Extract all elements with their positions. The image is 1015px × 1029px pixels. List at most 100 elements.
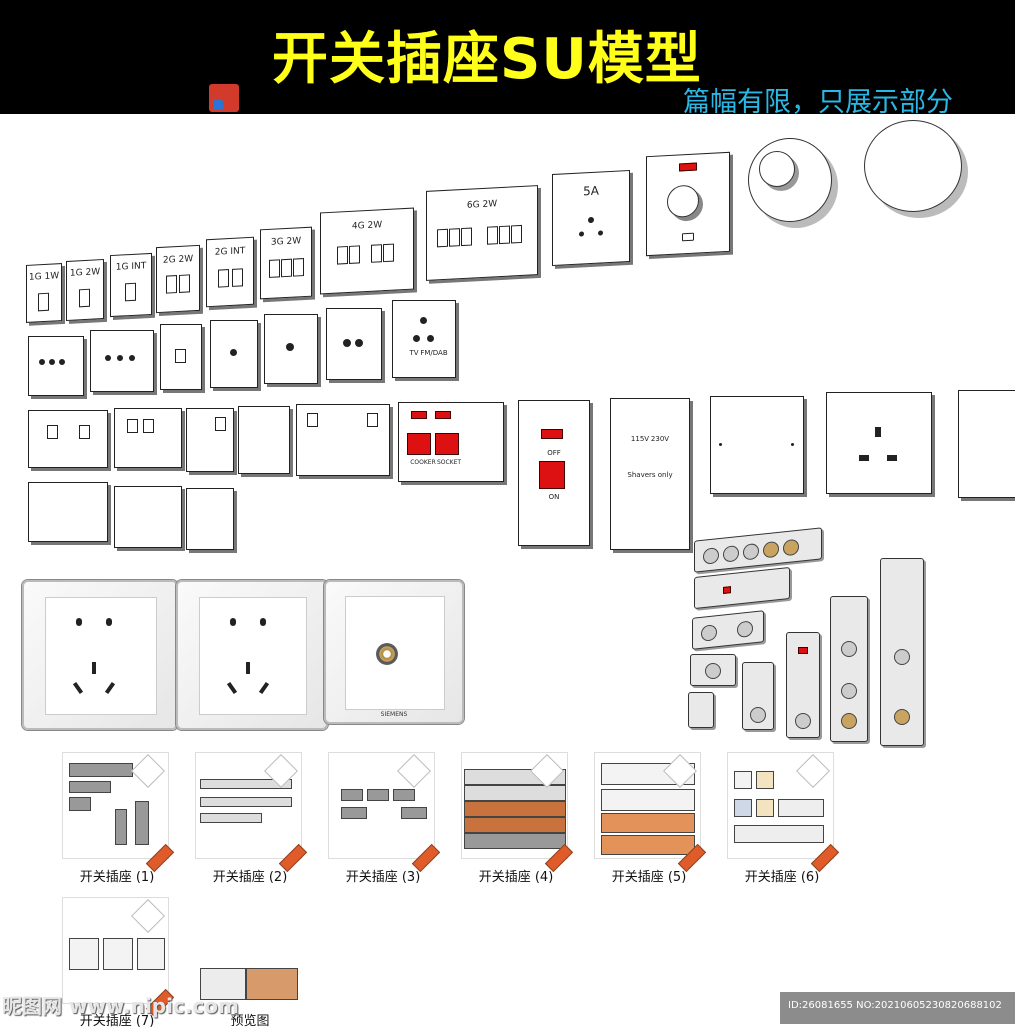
file-label-2[interactable]: 开关插座 (2) [212, 870, 288, 885]
rocker-switch [79, 288, 90, 308]
file-label-6[interactable]: 开关插座 (6) [744, 870, 820, 885]
euro-vertical-strip [786, 632, 820, 738]
switch-plate-2gint: 2G INT [206, 236, 254, 308]
file-label-4[interactable]: 开关插座 (4) [478, 870, 554, 885]
file-thumbnail-3[interactable] [328, 752, 441, 873]
double-socket-plate [296, 404, 390, 476]
file-thumbnail-1[interactable] [62, 752, 175, 873]
euro-switch-strip [694, 566, 790, 610]
double-socket-plate [28, 410, 108, 468]
socket-plate-5a: 5A [552, 169, 630, 267]
cooker-label: COOKER [410, 459, 436, 466]
switch-plate-1g1w: 1G 1W [26, 263, 62, 323]
dimmer-knob [667, 184, 699, 219]
sketchup-file-icon [131, 754, 165, 788]
shaver-socket-plate: 115V 230V Shavers only [610, 398, 690, 550]
file-thumbnail-7[interactable] [62, 897, 175, 1018]
site-watermark: 昵图网 www.nipic.com [2, 994, 239, 1018]
rocker-switch [487, 226, 498, 245]
dimmer-plate [646, 151, 730, 257]
cooker-control-plate: COOKER SOCKET [398, 402, 504, 482]
rocker-switch [437, 228, 448, 248]
euro-vertical-strip [880, 558, 924, 746]
blank-plate [710, 396, 804, 494]
rocker-switch [166, 275, 177, 294]
blank-plate [28, 482, 108, 542]
rocker-switch [511, 224, 522, 244]
rocker-switch [349, 245, 360, 264]
tv-socket-photo: SIEMENS [324, 580, 464, 724]
rocker-switch [293, 258, 304, 277]
fm-label: FM/DAB [420, 349, 448, 357]
sketchup-file-icon [131, 899, 165, 933]
volt-230-label: 230V [650, 435, 670, 443]
socket-label: SOCKET [436, 459, 462, 466]
usb-socket-plate [238, 406, 290, 474]
media-plate [28, 336, 84, 396]
rocker-switch [38, 292, 49, 312]
off-label: OFF [547, 449, 561, 457]
rocker-switch [337, 245, 348, 265]
rocker-switch [125, 282, 136, 302]
rocker-switch [371, 244, 382, 263]
volt-115-label: 115V [630, 435, 650, 443]
page-title: 开关插座SU模型 [272, 27, 702, 92]
rocker-switch [499, 225, 510, 245]
shavers-only-label: Shavers only [627, 471, 673, 479]
euro-vertical-strip [830, 596, 868, 742]
rocker-switch [218, 269, 229, 288]
media-plate [90, 330, 154, 392]
blank-plate [114, 486, 182, 548]
switch-plate-2g2w: 2G 2W [156, 244, 200, 314]
switch-plate-3g2w: 3G 2W [260, 226, 312, 300]
rocker-switch [232, 268, 243, 287]
blank-plate [186, 488, 234, 550]
on-label: ON [548, 493, 560, 501]
round-blank-cover [864, 120, 962, 212]
tv-fm-plate: TV FM/DAB [392, 300, 456, 378]
single-socket-plate [826, 392, 932, 494]
euro-socket-strip [692, 610, 764, 650]
page-subtitle: 篇幅有限，只展示部分 [683, 87, 953, 118]
file-thumbnail-2[interactable] [195, 752, 308, 873]
rocker-switch [383, 243, 394, 263]
euro-socket-strip [694, 527, 822, 573]
switch-plate-6g2w: 6G 2W [426, 185, 538, 281]
file-label-3[interactable]: 开关插座 (3) [345, 870, 421, 885]
media-plate [160, 324, 202, 390]
id-watermark-text: ID:26081655 NO:20210605230820688102 [788, 1000, 1002, 1011]
model-preview: 1G 1W 1G 2W 1G INT 2G 2W 2G INT 3G 2W 4G… [0, 114, 1015, 750]
id-watermark-bar: ID:26081655 NO:20210605230820688102 [780, 992, 1015, 1024]
file-thumbnail-4[interactable] [461, 752, 574, 873]
brand-label: SIEMENS [380, 711, 408, 718]
coax-port-icon [376, 643, 399, 665]
tv-outlet-plate [264, 314, 318, 384]
double-socket-plate [114, 408, 182, 468]
rocker-switch [461, 227, 472, 247]
rocker-switch [449, 228, 460, 247]
sketchup-file-icon [397, 754, 431, 788]
file-label-1[interactable]: 开关插座 (1) [79, 870, 155, 885]
file-label-5[interactable]: 开关插座 (5) [611, 870, 687, 885]
rocker-switch [281, 258, 292, 278]
tv-outlet-plate [326, 308, 382, 380]
euro-switch-module [688, 692, 714, 728]
sketchup-file-icon [796, 754, 830, 788]
fused-spur-plate [958, 390, 1015, 498]
tv-label: TV [409, 349, 419, 357]
switch-plate-1gint: 1G INT [110, 252, 152, 318]
switch-plate-4g2w: 4G 2W [320, 207, 414, 295]
switch-plate-1g2w: 1G 2W [66, 259, 104, 321]
sketchup-icon[interactable] [209, 84, 239, 112]
header-banner: 开关插座SU模型 篇幅有限，只展示部分 [0, 0, 1015, 118]
chinese-socket-photo [176, 580, 328, 730]
euro-socket-strip [690, 654, 736, 686]
rocker-switch [269, 259, 280, 278]
file-thumbnail-6[interactable] [727, 752, 840, 873]
cooker-switch-plate: OFF ON [518, 400, 590, 546]
preview-image-thumbnail[interactable] [198, 966, 298, 1004]
single-socket-plate [186, 408, 234, 472]
file-thumbnail-5[interactable] [594, 752, 707, 873]
chinese-socket-photo [22, 580, 178, 730]
rocker-switch [179, 274, 190, 293]
